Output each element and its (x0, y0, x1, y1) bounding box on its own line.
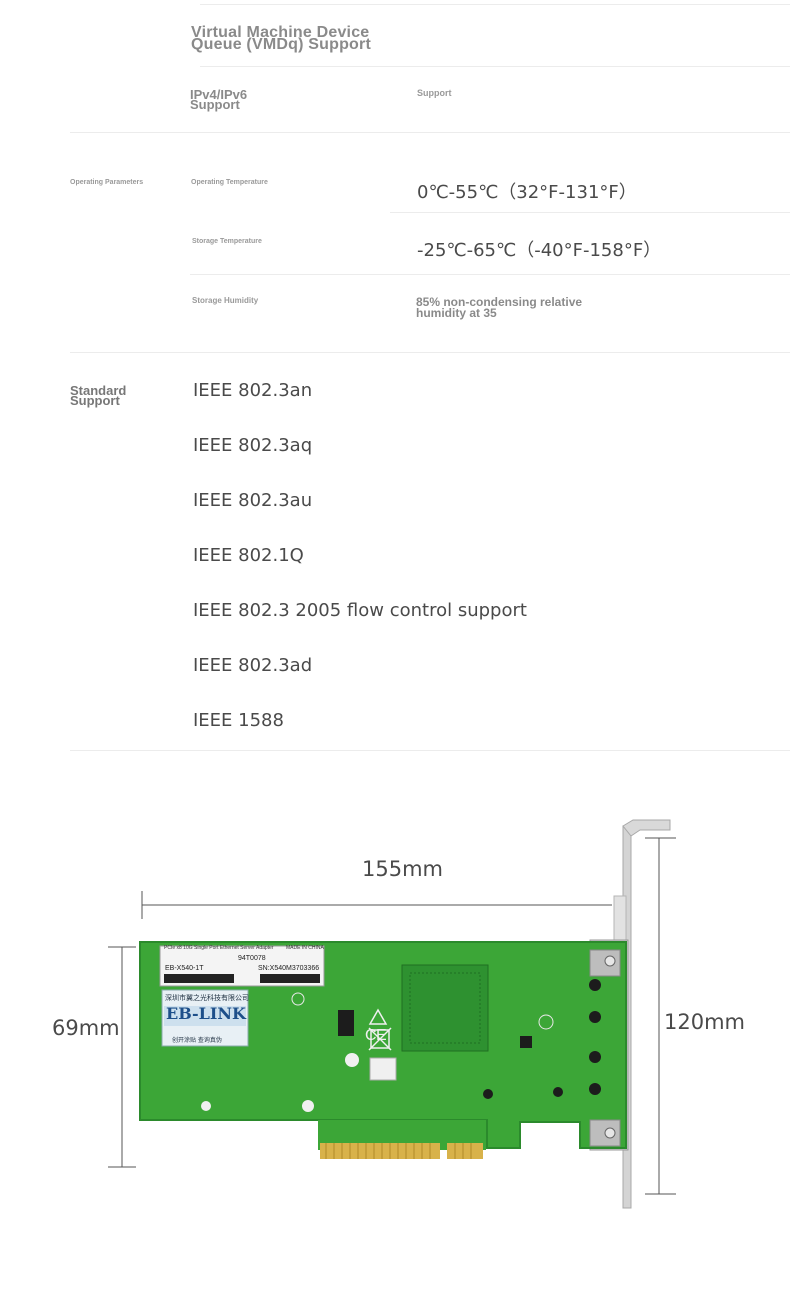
brand-logo: EB-LINK (166, 1004, 246, 1023)
operating-temperature-label: Operating Temperature (191, 179, 268, 186)
standard-item: IEEE 802.3au (193, 490, 313, 511)
card-serial: SN:X540M3703366 (258, 965, 320, 972)
vmdq-label: Virtual Machine Device Queue (VMDq) Supp… (191, 24, 371, 53)
standard-support-label: Standard Support (70, 383, 127, 408)
network-card-illustration: C E (108, 819, 676, 1209)
card-label-line: PCIe x8 10G Single Port Ethernet Server … (164, 945, 274, 951)
operating-temperature-value: 0℃-55℃（32°F-131°F） (417, 182, 637, 203)
standard-item: IEEE 802.3ad (193, 655, 313, 676)
standard-item: IEEE 802.3an (193, 380, 313, 401)
ipv4-ipv6-label: IPv4/IPv6 Support (190, 87, 248, 112)
svg-text:E: E (376, 1027, 387, 1044)
height-dimension: 69mm (52, 1016, 120, 1040)
bracket-height-dimension: 120mm (664, 1010, 745, 1034)
standard-item: IEEE 1588 (193, 710, 284, 731)
storage-humidity-label: Storage Humidity (192, 296, 259, 305)
card-label-code: 94T0078 (238, 955, 266, 962)
brand-slogan: 创开涂贴 查询真伪 (172, 1037, 222, 1044)
card-label-made: MADE IN CHINA (286, 945, 324, 951)
storage-temperature-value: -25℃-65℃（-40°F-158°F） (417, 240, 662, 261)
dimension-lines (108, 837, 676, 1195)
brand-company: 深圳市翼之光科技有限公司 (165, 994, 249, 1002)
standard-item: IEEE 802.3aq (193, 435, 313, 456)
standard-item: IEEE 802.3 2005 flow control support (193, 600, 527, 621)
operating-parameters-label: Operating Parameters (70, 179, 144, 186)
length-dimension: 155mm (362, 857, 443, 881)
standard-item: IEEE 802.1Q (193, 545, 304, 566)
storage-humidity-value: 85% non-condensing relative humidity at … (416, 295, 583, 320)
storage-temperature-label: Storage Temperature (192, 238, 262, 245)
pcb-board: C E (139, 941, 627, 1159)
card-model: EB-X540-1T (165, 965, 204, 972)
ipv4-ipv6-value: Support (417, 88, 452, 98)
